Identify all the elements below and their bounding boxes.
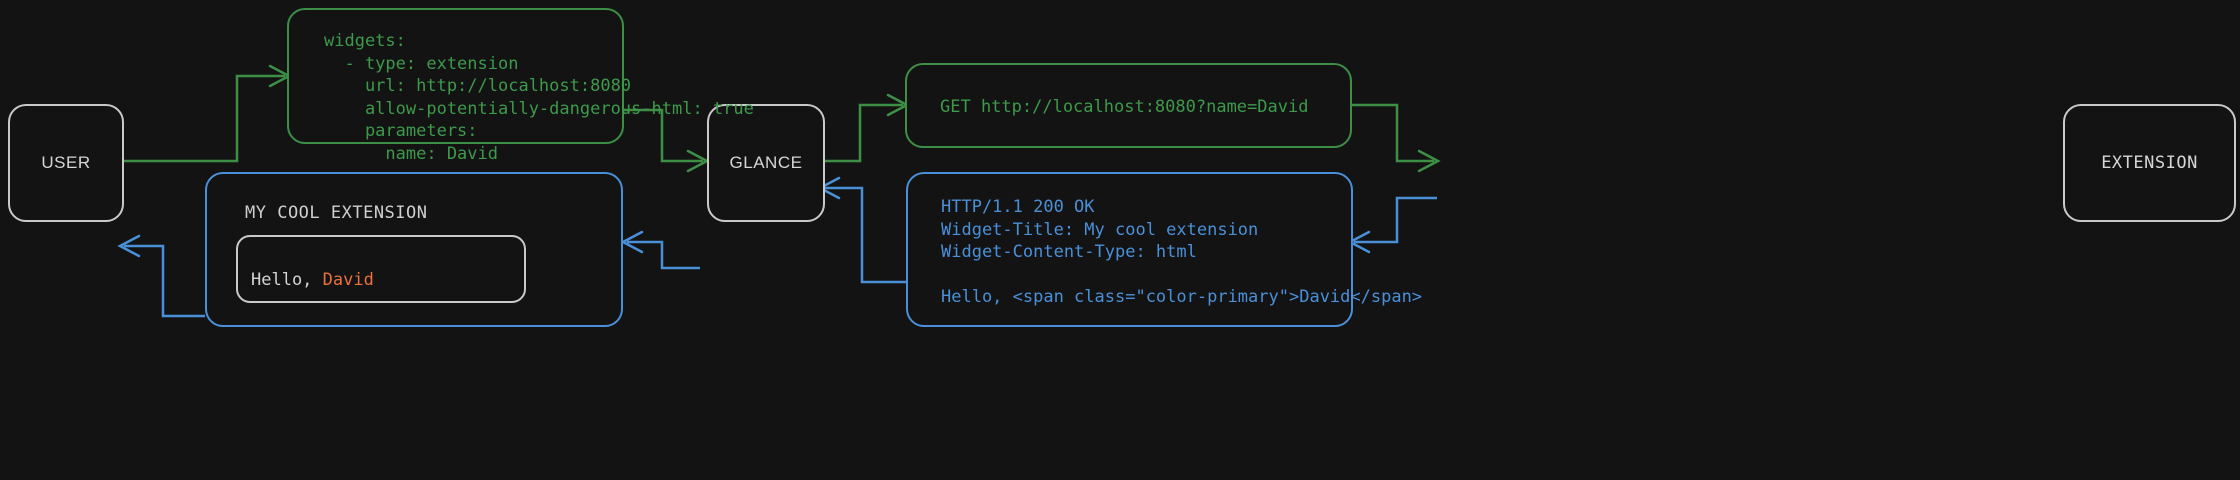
http-request-code: GET http://localhost:8080?name=David	[940, 97, 1309, 117]
rendered-widget-greeting: Hello,	[251, 270, 323, 290]
arrow-response-to-glance	[817, 176, 908, 284]
rendered-widget-title: MY COOL EXTENSION	[245, 203, 428, 223]
arrow-user-to-config	[120, 64, 292, 163]
node-user[interactable]: USER	[8, 104, 124, 222]
message-http-request: GET http://localhost:8080?name=David	[905, 63, 1352, 148]
message-http-response: HTTP/1.1 200 OK Widget-Title: My cool ex…	[906, 172, 1422, 327]
arrow-request-to-extension	[1352, 103, 1441, 173]
config-yaml-code: widgets: - type: extension url: http://l…	[324, 31, 754, 164]
arrow-glance-to-request	[821, 93, 910, 163]
arrow-glance-to-rendered	[620, 230, 700, 270]
http-response-code: HTTP/1.1 200 OK Widget-Title: My cool ex…	[941, 197, 1423, 307]
arrow-rendered-to-user	[117, 234, 205, 318]
message-rendered-widget: MY COOL EXTENSION Hello, David	[205, 172, 623, 327]
node-user-label: USER	[41, 153, 91, 172]
node-glance[interactable]: GLANCE	[707, 104, 825, 222]
node-extension[interactable]: EXTENSION	[2063, 104, 2236, 222]
rendered-widget-body: Hello, David	[251, 270, 374, 290]
node-glance-label: GLANCE	[729, 153, 803, 172]
rendered-widget-frame: Hello, David	[236, 235, 526, 303]
node-extension-label: EXTENSION	[2101, 153, 2198, 173]
rendered-widget-name: David	[322, 270, 374, 290]
message-config-yaml: widgets: - type: extension url: http://l…	[287, 8, 754, 164]
